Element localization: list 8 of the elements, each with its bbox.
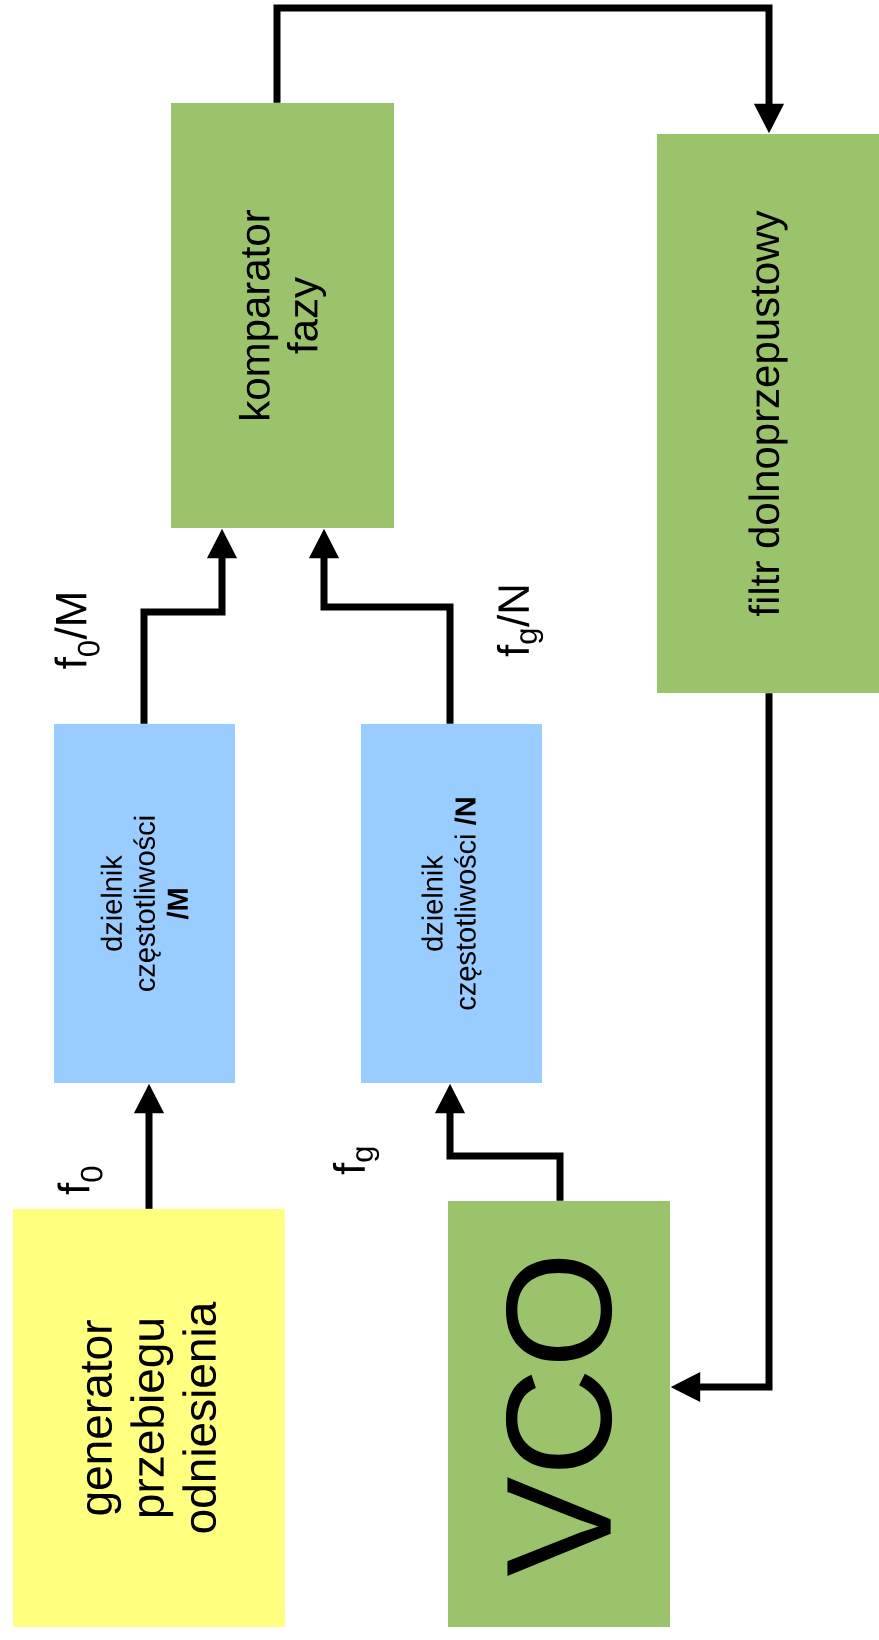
- edge-label: f$_{g}$/N: [495, 582, 545, 658]
- comparator-box: komparator fazy: [171, 103, 394, 528]
- edge-label: f$_{0}$/M: [53, 589, 101, 671]
- filter-box: filtr dolnoprzepustowy: [657, 134, 879, 693]
- edge-label: f$_{0}$: [56, 1164, 104, 1196]
- vco-box: VCO: [448, 1201, 670, 1627]
- generator-box: generator przebiegu odniesienia: [13, 1209, 285, 1627]
- edge-label: f$_{g}$: [331, 1144, 381, 1176]
